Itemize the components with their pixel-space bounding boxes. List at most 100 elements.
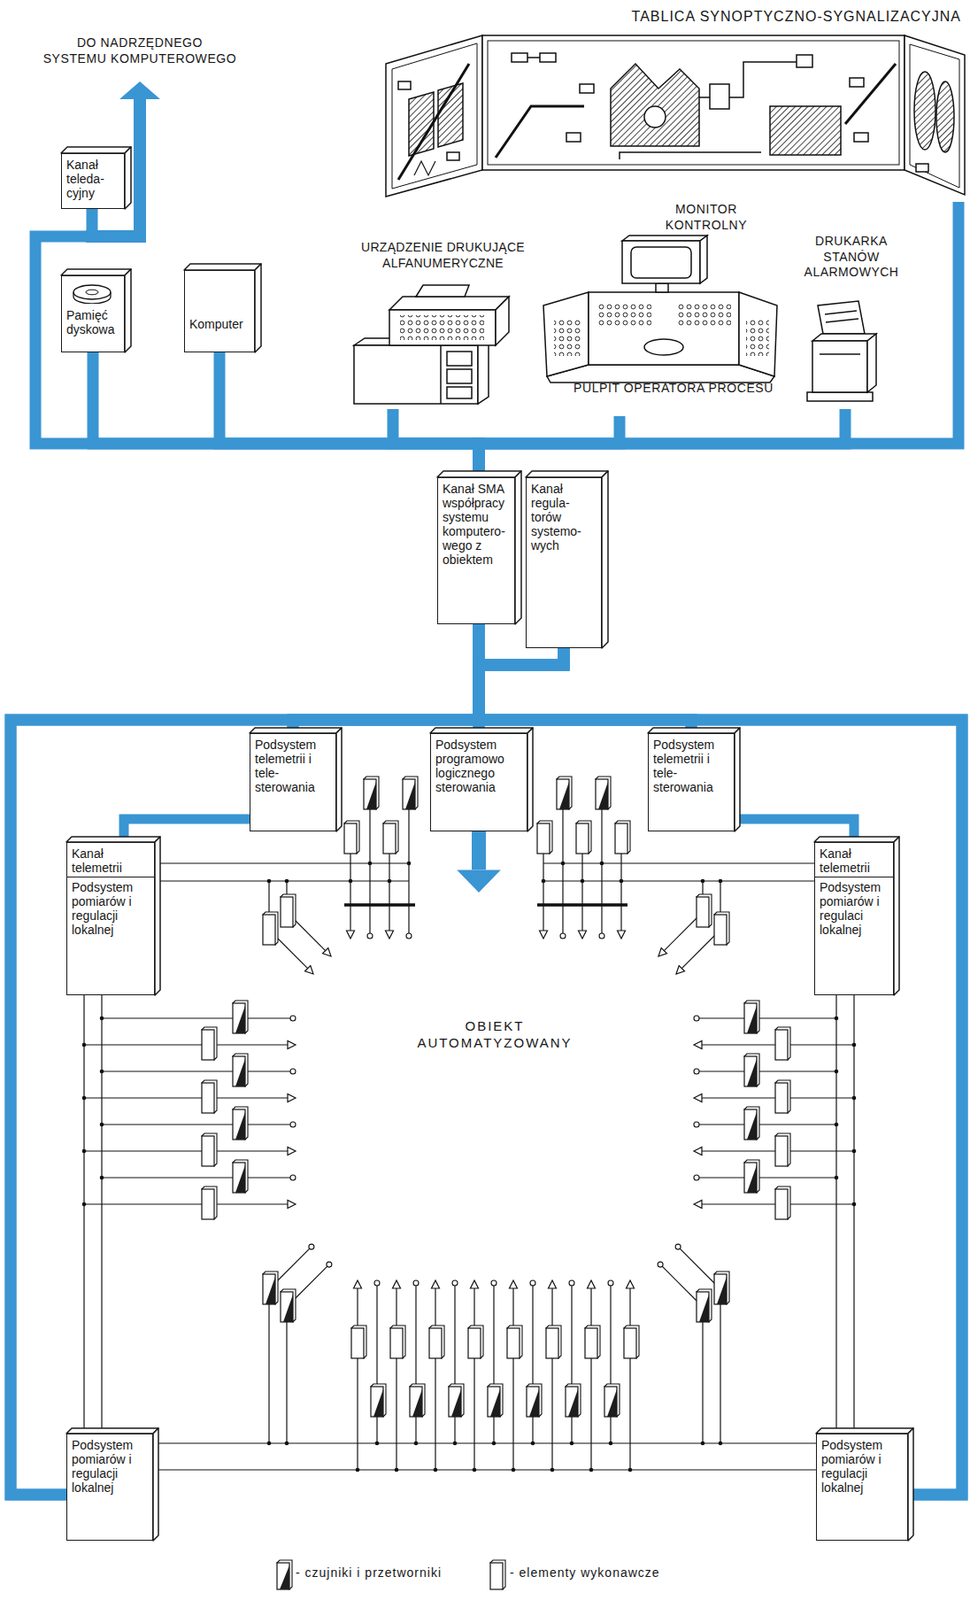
- wire-junction: [348, 878, 354, 884]
- wire-junction: [619, 878, 624, 884]
- symbol-body: [744, 1002, 757, 1033]
- symbol-depth: [744, 1106, 760, 1140]
- synoptic-panel-polygon: [610, 63, 700, 147]
- sensor-probe: [290, 1174, 296, 1180]
- symbol-fill: [265, 1276, 276, 1304]
- caption-label: OBIEKT AUTOMATYZOWANY: [401, 1017, 588, 1052]
- symbol-body: [351, 1327, 364, 1358]
- actuator-symbol: [775, 1026, 791, 1060]
- caption-label: TABLICA SYNOPTYCZNO-SYGNALIZACYJNA: [531, 7, 962, 26]
- actuator-symbol: [468, 1324, 484, 1358]
- wire-junction: [589, 1467, 594, 1472]
- sensor-line: [699, 1176, 745, 1178]
- signal-wire: [285, 1321, 287, 1443]
- actuator-symbol: [714, 911, 730, 945]
- wire-junction: [284, 878, 290, 884]
- actuator-symbol: [344, 820, 360, 854]
- operator-console: MONITOR KONTROLNYPULPIT OPERATORA PROCES…: [539, 200, 779, 416]
- symbol-depth: [490, 1559, 506, 1589]
- wire-junction: [852, 1201, 857, 1207]
- signal-wire: [415, 1416, 416, 1443]
- synoptic-panel-rect: [579, 84, 594, 93]
- box-label: Podsystem pomiarów i regulacji lokalnej: [821, 1437, 903, 1494]
- actuator-arrowhead: [617, 930, 626, 939]
- synoptic-panel-rect: [854, 132, 869, 142]
- sensor-line: [245, 1016, 291, 1018]
- signal-wire: [154, 879, 409, 881]
- operator-console-polygon: [543, 292, 589, 377]
- signal-wire: [701, 1321, 703, 1443]
- actuator-arrowhead: [539, 930, 548, 939]
- alphanumeric-printer-rect: [446, 351, 472, 366]
- operator-console-rect: [746, 318, 770, 356]
- actuator-symbol: [280, 893, 296, 927]
- operator-console-polygon: [588, 292, 740, 365]
- box-label: Podsystem telemetrii i tele- sterowania: [653, 737, 730, 794]
- symbol-fill: [699, 1293, 709, 1322]
- symbol-body: [383, 823, 396, 854]
- operator-console-rect: [598, 302, 652, 327]
- signal-wire: [84, 1096, 202, 1098]
- operator-console-rect: [631, 246, 692, 278]
- actuator-line: [395, 1287, 397, 1328]
- alarm-printer-line: [824, 310, 857, 315]
- alarm-printer-polygon: [867, 333, 877, 393]
- symbol-depth: [595, 776, 611, 809]
- signal-wire: [787, 1043, 855, 1045]
- box-side-face: [893, 836, 900, 995]
- signal-wire: [101, 1016, 233, 1018]
- symbol-depth: [604, 1383, 620, 1417]
- signal-wire: [551, 1357, 553, 1470]
- symbol-depth: [232, 1106, 248, 1140]
- signal-wire: [543, 862, 815, 863]
- symbol-depth: [232, 1053, 248, 1086]
- symbol-depth: [201, 1079, 217, 1113]
- actuator-line: [590, 1287, 592, 1328]
- box-top-face: [437, 470, 522, 478]
- sensor-probe: [675, 1243, 681, 1249]
- computer-box: Komputer: [184, 269, 255, 353]
- actuator-arrowhead: [323, 947, 332, 957]
- subsystem-box: Podsystem telemetrii i tele- sterowania: [647, 732, 735, 832]
- actuator-symbol: [623, 1324, 639, 1358]
- disk-hub: [85, 289, 99, 295]
- sensor-line: [454, 1285, 455, 1386]
- symbol-depth: [201, 1185, 217, 1219]
- sensor-probe: [657, 1261, 663, 1267]
- symbol-depth: [232, 1159, 248, 1193]
- sensor-probe: [530, 1279, 536, 1286]
- box-side-face: [254, 263, 262, 353]
- actuator-arrowhead: [693, 1147, 702, 1155]
- symbol-depth: [556, 776, 572, 809]
- symbol-depth: [277, 1559, 293, 1589]
- sensor-line: [609, 1285, 611, 1386]
- signal-wire: [83, 994, 85, 1433]
- wire-junction: [407, 861, 412, 866]
- sensor-symbol: [744, 1053, 760, 1086]
- sensor-symbol: [363, 776, 379, 809]
- sensor-symbol: [232, 1000, 248, 1033]
- symbol-body: [429, 1327, 442, 1358]
- wire-junction: [100, 1069, 105, 1074]
- actuator-line: [214, 1096, 288, 1098]
- symbol-depth: [576, 820, 592, 854]
- sensor-probe: [560, 932, 566, 939]
- signal-wire: [84, 1043, 202, 1045]
- wire-junction: [718, 878, 724, 884]
- legend-text: - czujniki i przetworniki: [295, 1564, 442, 1580]
- signal-wire: [101, 1123, 233, 1124]
- bus-connector: [219, 352, 479, 478]
- actuator-arrowhead: [431, 1279, 440, 1288]
- box-label: Kanał telemetrii: [815, 846, 894, 878]
- actuator-symbol: [775, 1185, 791, 1219]
- alarm-printer-line: [819, 353, 861, 355]
- synoptic-panel-rect: [916, 163, 929, 172]
- box-top-face: [61, 269, 131, 276]
- alphanumeric-printer-line: [439, 345, 442, 404]
- symbol-fill: [235, 1058, 246, 1086]
- wire-junction: [718, 1440, 724, 1446]
- actuator-arrowhead: [392, 1279, 401, 1288]
- actuator-arrowhead: [346, 930, 355, 939]
- caption-label: PULPIT OPERATORA PROCESU: [573, 380, 774, 397]
- wire-junction: [541, 878, 547, 884]
